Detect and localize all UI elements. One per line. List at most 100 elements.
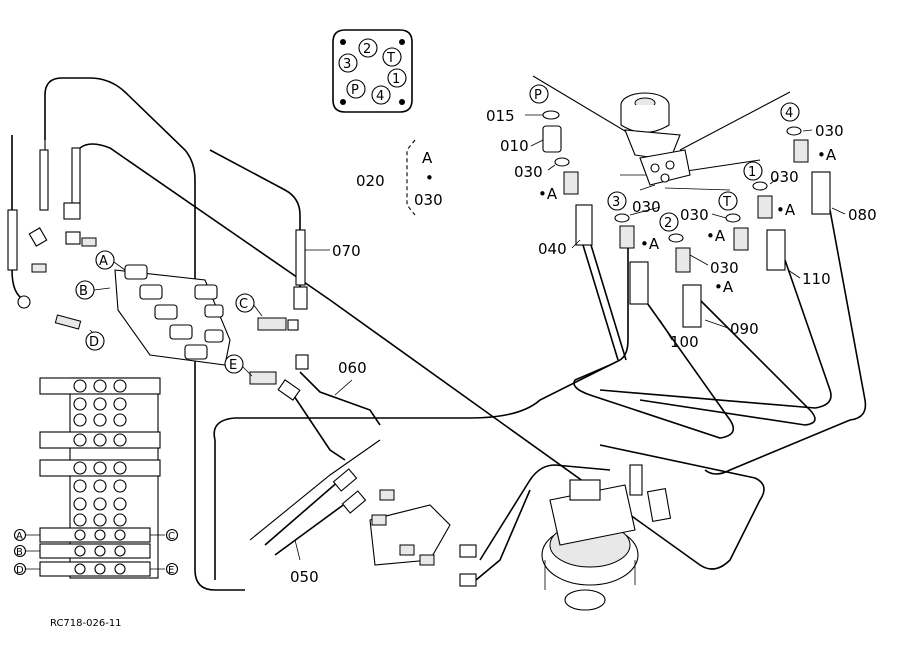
- port-4-circle: [371, 85, 391, 105]
- hose-040: [575, 204, 627, 361]
- hose-line: [264, 479, 341, 546]
- adapter: [65, 231, 81, 245]
- port: [73, 379, 87, 393]
- label-020: 020: [356, 172, 385, 190]
- label-030-b: 030: [632, 198, 661, 216]
- port-2-label: 2: [363, 42, 371, 57]
- valve-spool: [184, 344, 208, 360]
- label-010: 010: [500, 137, 529, 155]
- valve-bank-schematic: [26, 377, 165, 579]
- port: [113, 461, 127, 475]
- hose-090: [682, 284, 702, 328]
- port-1-circle: [387, 68, 407, 88]
- port: [73, 497, 87, 511]
- port-plate-outline: [332, 29, 413, 113]
- note-dot: •: [425, 169, 434, 187]
- port: [113, 413, 127, 427]
- fitting-nut: [459, 573, 477, 587]
- callout-e: E: [229, 358, 237, 373]
- bolt-hole: [340, 39, 346, 45]
- hose-line: [582, 244, 627, 361]
- swivel-port: [665, 160, 675, 170]
- port: [113, 513, 127, 527]
- leader-030: [629, 206, 661, 216]
- bank-b-circle: [13, 544, 27, 558]
- a-markers: •A •A •A •A •A •A: [538, 146, 837, 296]
- o-ring-030: [554, 157, 570, 167]
- part-number-labels: 015 010 030 040 020 A • 030 070 060 050 …: [290, 107, 877, 586]
- bolt-hole: [399, 99, 405, 105]
- hose-nut: [682, 284, 702, 328]
- leader-030: [547, 164, 556, 171]
- swivel-port-block: [639, 149, 691, 186]
- hose-fitting: [71, 147, 81, 204]
- label-030-a: 030: [514, 163, 543, 181]
- control-valve: [114, 264, 299, 385]
- marker-a-1: •A: [538, 185, 558, 203]
- leader-010: [530, 139, 544, 147]
- leader-030: [689, 254, 709, 266]
- callout-p: P: [534, 88, 542, 103]
- swivel-port: [650, 163, 660, 173]
- valve-sections: [124, 264, 224, 360]
- adapter-010: [542, 125, 562, 153]
- port: [114, 563, 126, 575]
- hose-070-route: [209, 149, 301, 290]
- callout-1: 1: [748, 165, 756, 180]
- port: [114, 545, 126, 557]
- swivel-body: [620, 105, 670, 134]
- valve-spool: [204, 304, 224, 318]
- callout-d-circle: [85, 331, 105, 351]
- hose-050-assembly: [264, 468, 531, 587]
- callout-a-circle: [95, 250, 115, 270]
- valve-bank-ports: [73, 379, 127, 575]
- leader-110: [787, 269, 801, 279]
- port-p-circle: [346, 79, 366, 99]
- label-040: 040: [538, 240, 567, 258]
- port: [73, 461, 87, 475]
- hose-nut: [629, 261, 649, 305]
- hose-line: [274, 499, 351, 556]
- port: [114, 529, 126, 541]
- port-3-circle: [338, 53, 358, 73]
- fitting: [757, 195, 773, 219]
- bank-a-circle: [13, 528, 27, 542]
- callout-t-circle: [718, 191, 738, 211]
- port: [113, 379, 127, 393]
- callout-2: 2: [664, 216, 672, 231]
- label-100: 100: [670, 333, 699, 351]
- port: [93, 379, 107, 393]
- valve-spool: [139, 284, 163, 300]
- callout-4: 4: [785, 106, 793, 121]
- o-ring: [752, 181, 768, 191]
- port: [94, 545, 106, 557]
- hose-line: [11, 269, 26, 301]
- hose-route-pump: [479, 464, 611, 561]
- hose-070: [293, 229, 309, 370]
- hose-nut: [332, 468, 358, 492]
- port: [74, 545, 86, 557]
- pump-outline: [544, 560, 636, 590]
- label-030-c: 030: [680, 206, 709, 224]
- bank-callout-c: C: [168, 531, 175, 542]
- port: [73, 479, 87, 493]
- hose-090-route: [639, 299, 816, 426]
- label-110: 110: [802, 270, 831, 288]
- marker-a-2: •A: [640, 235, 660, 253]
- hose-nut: [575, 204, 593, 246]
- hose-100: [629, 261, 649, 305]
- marker-a-4: •A: [714, 278, 734, 296]
- bolt-hole: [399, 39, 405, 45]
- hose-elbow: [17, 295, 31, 309]
- callout-e-circle: [224, 354, 244, 374]
- bank-callout-a: A: [16, 531, 23, 542]
- fitting: [399, 544, 415, 556]
- port: [73, 397, 87, 411]
- hose-060: [277, 371, 381, 461]
- fitting: [619, 225, 635, 249]
- circle-callouts: A B C D E A B D C E P 3 2 T 1 4: [13, 84, 800, 576]
- hose-fitting: [39, 149, 49, 211]
- port: [74, 563, 86, 575]
- fitting-t-stack: [725, 213, 749, 251]
- label-070: 070: [332, 242, 361, 260]
